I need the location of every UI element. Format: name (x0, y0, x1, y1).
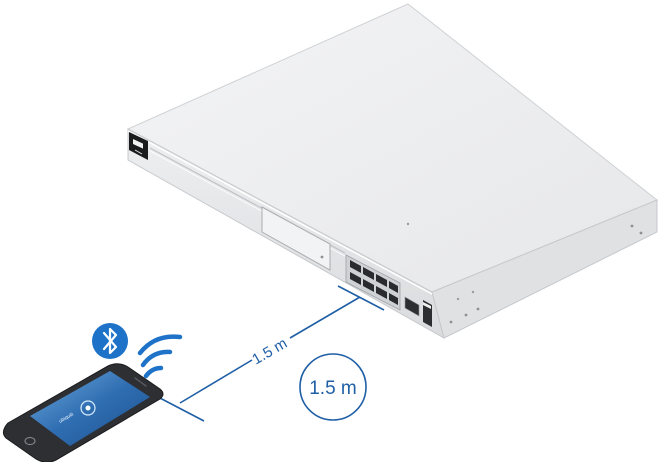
port-1 (350, 260, 361, 273)
dimension-line-upper (289, 296, 361, 339)
callout-circle (299, 353, 367, 421)
dimension-line-lower (179, 359, 253, 404)
smartphone: ubiquiti (2, 363, 164, 462)
sfp-ports (404, 296, 432, 327)
drive-bay (261, 206, 331, 271)
port-3 (376, 274, 387, 287)
distance-label: 1.5 m (249, 335, 290, 368)
ethernet-ports (345, 254, 401, 311)
port-7 (376, 286, 387, 299)
device-side-face (431, 199, 658, 339)
bluetooth-icon (92, 323, 128, 359)
dimension-tick-phone (157, 396, 205, 422)
port-6 (363, 279, 374, 292)
front-display (129, 132, 148, 160)
phone-home-button (24, 437, 36, 445)
callout-label: 1.5 m (309, 378, 357, 399)
network-device (126, 3, 658, 340)
port-8 (389, 293, 398, 305)
dimension-tick-device (337, 285, 385, 311)
port-5 (350, 272, 361, 285)
port-2 (363, 267, 374, 280)
port-4 (389, 281, 398, 293)
wireless-signal-icon (137, 334, 183, 379)
distance-callout: 1.5 m (299, 353, 367, 421)
